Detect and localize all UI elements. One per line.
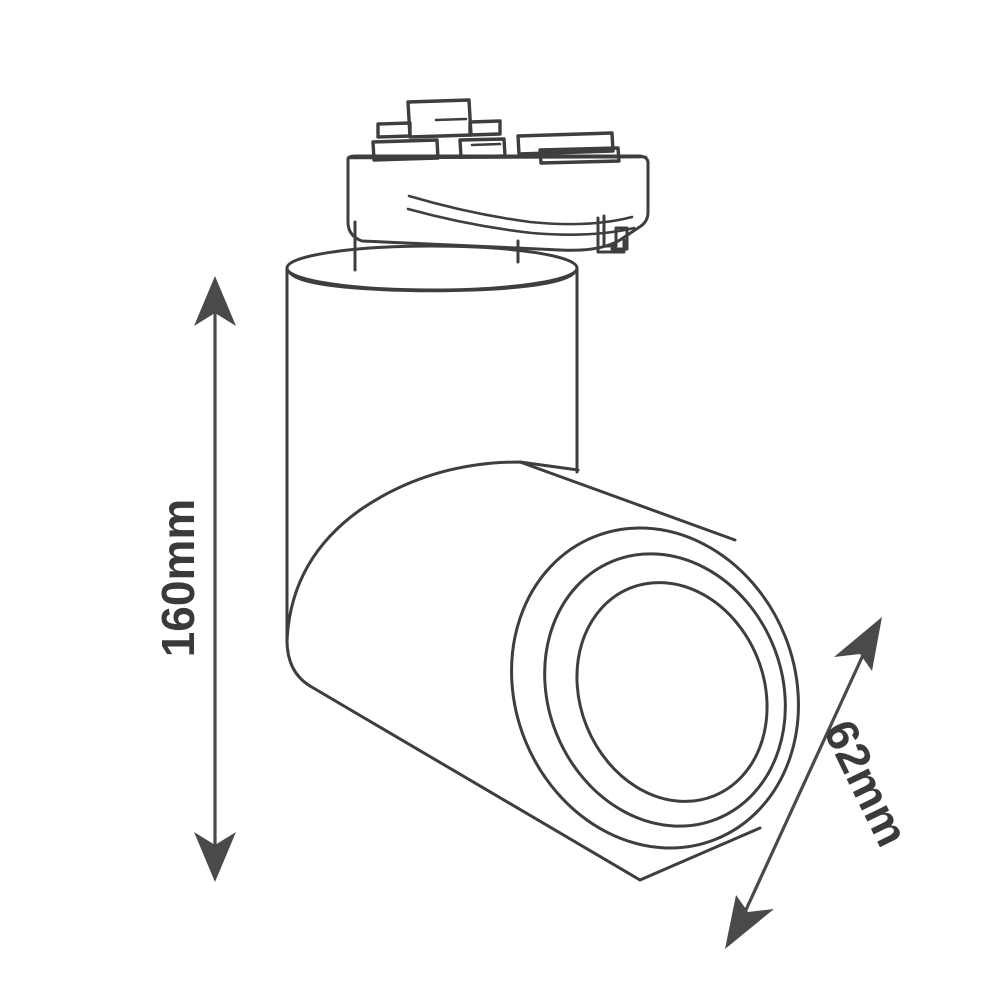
cylinder-body: [285, 244, 579, 642]
elbow-upper-curve: [285, 460, 580, 644]
locking-lever-body: [602, 214, 629, 251]
elbow-lower-edge: [308, 684, 642, 882]
contact-stub-a: [434, 117, 468, 122]
locking-lever: [596, 214, 629, 254]
contact-tab-right-long: [516, 131, 615, 156]
dimension-diameter-label: 62mm: [814, 712, 919, 854]
adapter-body: [346, 154, 650, 252]
cylinder-top-rim-outer: [285, 244, 579, 292]
dimension-diameter-arrow-top: [834, 617, 882, 671]
track-adapter: [346, 98, 650, 272]
dimension-diameter: 62mm: [725, 617, 919, 949]
lamp-head: [510, 460, 800, 882]
dimension-height-arrow-top: [194, 276, 236, 326]
dimension-height: 160mm: [152, 276, 236, 882]
dimension-height-label: 160mm: [152, 499, 204, 658]
aperture-ring-outer: [510, 526, 800, 850]
dimension-height-arrow-bottom: [194, 832, 236, 882]
contact-tab-mid-lower: [458, 137, 507, 159]
dimension-diameter-arrow-bottom: [725, 895, 774, 949]
locking-lever-plate: [596, 216, 626, 254]
adapter-top-edge: [348, 155, 648, 160]
contact-tab-left-upper: [376, 121, 412, 139]
cylinder-top-rim-inner: [287, 269, 578, 293]
aperture-ring-middle: [543, 552, 787, 828]
elbow-knuckle: [285, 460, 642, 882]
contact-tabs: [371, 98, 621, 165]
aperture-ring-inner: [575, 581, 769, 803]
lamp-head-top-edge: [518, 460, 737, 542]
contact-stub-b: [470, 142, 502, 147]
contact-tab-far-right: [538, 146, 621, 165]
contact-tab-right-upper: [468, 119, 502, 137]
dimension-diameter-line: [737, 641, 871, 926]
elbow-bottom-corner: [285, 638, 312, 688]
lamp-head-bottom-edge: [638, 826, 762, 882]
